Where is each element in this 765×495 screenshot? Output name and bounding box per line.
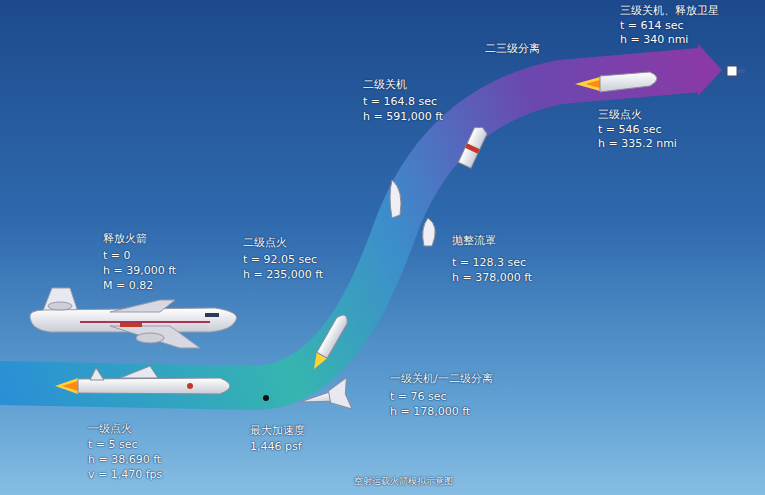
callout-text: t = 76 sec (390, 390, 447, 404)
callout-text: v = 1,470 fps (88, 468, 162, 482)
satellite (727, 66, 745, 76)
callout-text: h = 335.2 nmi (598, 137, 677, 151)
callout-text: 三级关机、释放卫星 (620, 4, 719, 18)
callout-text: t = 614 sec (620, 19, 684, 33)
callout-text: 一级关机/一二级分离 (390, 372, 493, 386)
callout-text: h = 591,000 ft (363, 110, 443, 124)
carrier-aircraft (30, 288, 237, 348)
callout-text: t = 5 sec (88, 438, 138, 452)
callout-text: t = 92.05 sec (243, 253, 317, 267)
callout-text: t = 546 sec (598, 123, 662, 137)
callout-text: 二级关机 (363, 78, 407, 92)
spent-first-stage (297, 378, 352, 418)
trajectory-band (0, 70, 700, 388)
callout-text: t = 128.3 sec (452, 256, 526, 270)
callout-text: t = 0 (103, 249, 131, 263)
callout-text: h = 235,000 ft (243, 268, 323, 282)
spent-second-stage (458, 124, 488, 168)
callout-text: h = 378,000 ft (452, 271, 532, 285)
callout-text: 最大加速度 (250, 424, 305, 438)
callout-text: 二级点火 (243, 236, 287, 250)
fairing-half (390, 180, 401, 218)
rocket-first-stage (55, 366, 230, 394)
callout-text: 抛整流罩 (452, 234, 496, 248)
callout-text: M = 0.82 (103, 279, 153, 293)
callout-text: 二三级分离 (485, 42, 540, 56)
max-q-dot (263, 395, 269, 401)
callout-text: 1,446 psf (250, 440, 302, 454)
callout-text: t = 164.8 sec (363, 95, 437, 109)
rocket-second-stage (309, 312, 350, 372)
figure-caption: 空射运载火箭模拟示意图 (354, 474, 453, 488)
callout-text: h = 39,000 ft (103, 264, 176, 278)
callout-text: 三级点火 (598, 108, 642, 122)
callout-text: h = 38,690 ft (88, 453, 161, 467)
callout-text: 一级点火 (88, 422, 132, 436)
callout-text: h = 178,000 ft (390, 405, 470, 419)
fairing-half (423, 218, 436, 246)
trajectory-arrowhead (698, 44, 722, 96)
callout-text: 释放火箭 (103, 232, 147, 246)
rocket-third-stage (575, 72, 657, 92)
callout-text: h = 340 nmi (620, 33, 688, 47)
